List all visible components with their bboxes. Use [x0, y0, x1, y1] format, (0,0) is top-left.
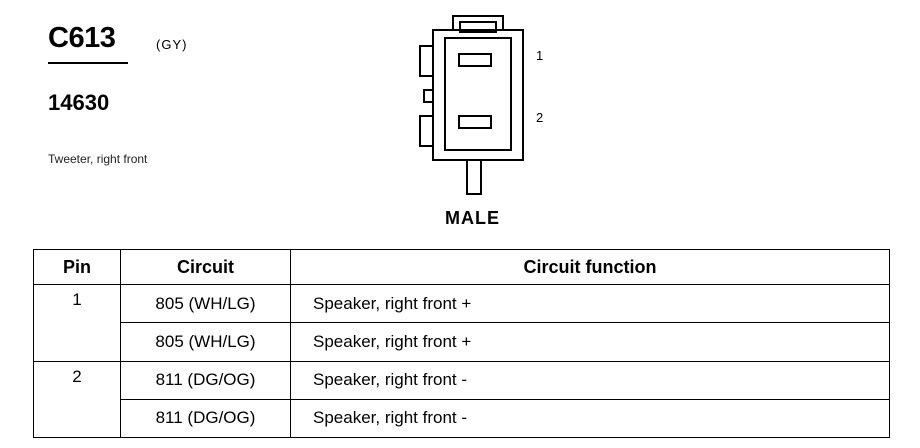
column-header-pin: Pin: [33, 249, 121, 285]
part-number: 14630: [48, 90, 110, 115]
function-cell: Speaker, right front -: [290, 360, 890, 400]
circuit-cell: 811 (DG/OG): [120, 360, 291, 400]
connector-face-diagram: [419, 15, 524, 195]
function-cell: Speaker, right front +: [290, 283, 890, 324]
function-cell: Speaker, right front -: [290, 398, 890, 439]
terminal-pin-1: [458, 53, 492, 67]
table-row: 1 805 (WH/LG) Speaker, right front +: [33, 283, 890, 362]
diagram-pin-label-2: 2: [536, 110, 544, 125]
connector-housing-inner: [444, 37, 512, 151]
pin-cell: 2: [33, 360, 121, 438]
connector-id-underline: [48, 62, 128, 64]
connector-color-code: (GY): [156, 37, 188, 52]
pinout-table: Pin Circuit Circuit function 1 805 (WH/L…: [33, 249, 890, 439]
circuit-cell: 805 (WH/LG): [120, 322, 291, 362]
connector-latch-inner: [459, 21, 497, 33]
connector-housing-outer: [432, 29, 524, 161]
column-header-function: Circuit function: [290, 249, 890, 285]
function-cell: Speaker, right front +: [290, 322, 890, 362]
pin-cell: 1: [33, 284, 121, 362]
connector-gender-label: MALE: [445, 208, 500, 228]
table-row: 805 (WH/LG) Speaker, right front +: [34, 322, 890, 362]
pinout-table-header-row: Pin Circuit Circuit function: [33, 249, 890, 285]
circuit-cell: 811 (DG/OG): [120, 398, 291, 439]
column-header-circuit: Circuit: [120, 249, 291, 285]
diagram-pin-label-1: 1: [536, 48, 544, 63]
circuit-cell: 805 (WH/LG): [120, 283, 291, 324]
connector-description: Tweeter, right front: [48, 152, 148, 166]
connector-side-tab-middle: [423, 89, 434, 103]
connector-side-tab-bottom: [419, 115, 434, 147]
table-row: 811 (DG/OG) Speaker, right front -: [34, 398, 890, 439]
connector-side-tab-top: [419, 45, 434, 77]
connector-wire-stub: [466, 159, 482, 195]
connector-id: C613: [48, 22, 116, 54]
table-row: 2 811 (DG/OG) Speaker, right front -: [33, 360, 890, 438]
terminal-pin-2: [458, 115, 492, 129]
